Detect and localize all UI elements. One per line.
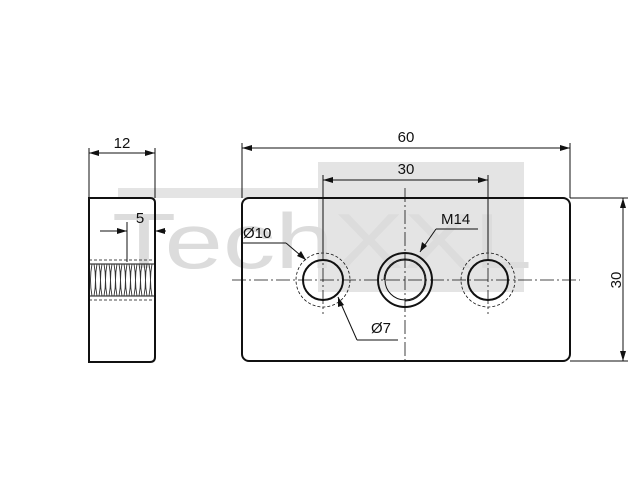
dim-12-label: 12 bbox=[114, 135, 131, 152]
side-view-outline bbox=[88, 197, 156, 363]
dim-60-arrow-left bbox=[242, 145, 252, 151]
front-view: 60 30 30 Ø10 Ø7 M14 bbox=[232, 129, 628, 362]
dim-d7-label: Ø7 bbox=[371, 320, 391, 337]
watermark-text: TechXXL bbox=[112, 197, 532, 285]
dim-60-arrow-right bbox=[560, 145, 570, 151]
dim-30h-label: 30 bbox=[398, 161, 415, 178]
dim-30h-arrow-left bbox=[323, 177, 333, 183]
dim-d10-label: Ø10 bbox=[243, 225, 271, 242]
left-hole-counterbore bbox=[295, 252, 351, 308]
dim-5-arrow-right bbox=[155, 228, 165, 234]
dim-5-label: 5 bbox=[136, 210, 144, 227]
right-hole bbox=[467, 259, 509, 301]
right-hole-counterbore bbox=[460, 252, 516, 308]
dim-30v-arrow-top bbox=[620, 198, 626, 208]
dim-12-arrow-left bbox=[89, 150, 99, 156]
dim-m14-label: M14 bbox=[441, 211, 470, 228]
dim-d10-arrow bbox=[297, 251, 306, 260]
watermark: TechXXL bbox=[112, 162, 532, 292]
center-thread-minor bbox=[384, 259, 426, 301]
front-view-outline bbox=[241, 197, 571, 362]
side-thread-hatch bbox=[90, 263, 153, 297]
watermark-box bbox=[318, 162, 524, 292]
dim-m14-arrow bbox=[420, 242, 427, 252]
dim-60-label: 60 bbox=[398, 129, 415, 146]
center-thread-arc bbox=[383, 258, 427, 302]
dim-5-arrow-left bbox=[117, 228, 127, 234]
dim-30h-arrow-right bbox=[478, 177, 488, 183]
watermark-strip bbox=[118, 188, 318, 198]
dim-30v-arrow-bottom bbox=[620, 351, 626, 361]
center-hole-outer bbox=[377, 252, 433, 308]
left-hole bbox=[302, 259, 344, 301]
dim-12-arrow-right bbox=[145, 150, 155, 156]
dim-30v-label: 30 bbox=[608, 272, 625, 289]
side-view: 12 5 bbox=[88, 135, 166, 363]
dim-d7-arrow bbox=[338, 297, 344, 307]
